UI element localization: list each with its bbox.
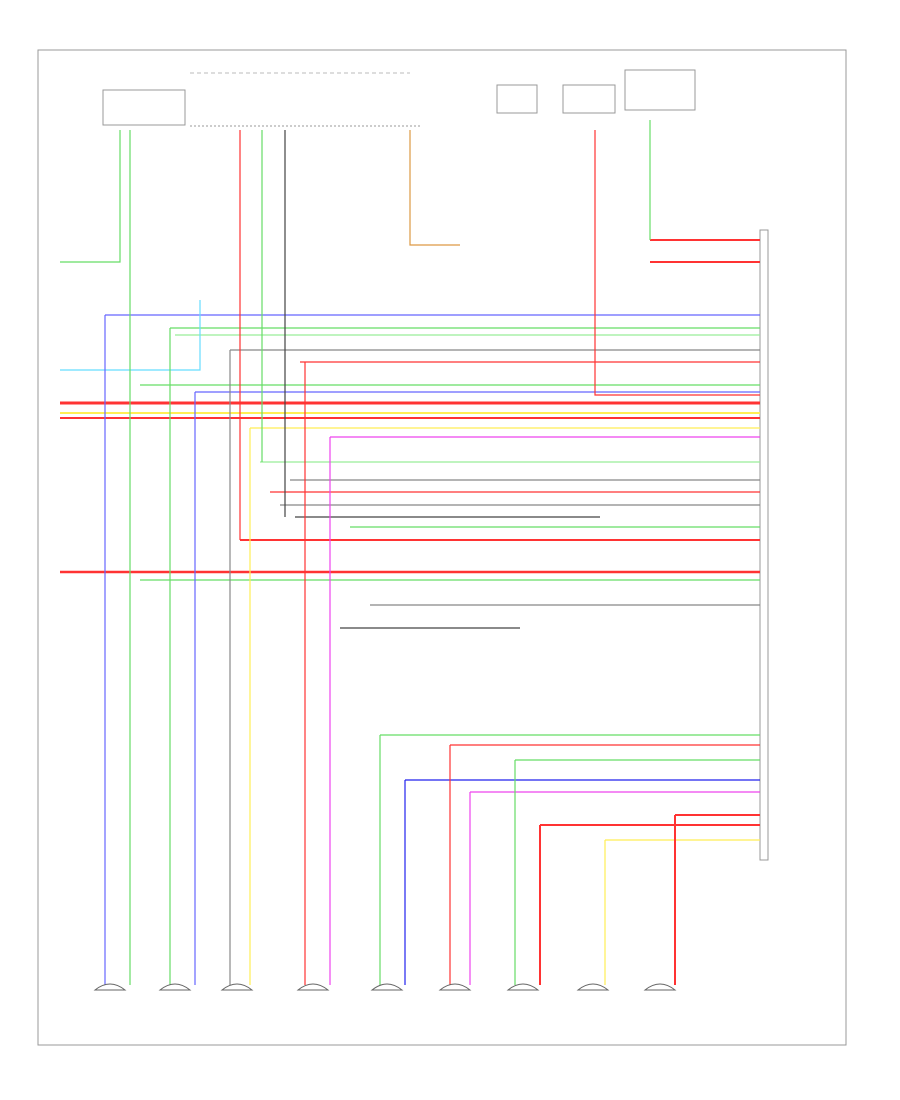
wire-v-red-top-mid xyxy=(594,130,760,396)
speaker-symbol-1 xyxy=(93,983,127,991)
top-right-component-2 xyxy=(562,84,616,114)
wire-green-top xyxy=(60,130,121,263)
top-right-component-3 xyxy=(624,69,696,111)
wire-h-cyan-1 xyxy=(60,300,201,371)
wire-group xyxy=(60,120,760,985)
speaker-symbol-2 xyxy=(158,983,192,991)
speaker-symbol-9 xyxy=(643,983,677,991)
speaker-symbol-8 xyxy=(576,983,610,991)
top-left-component xyxy=(102,89,186,126)
wire-v-orange xyxy=(409,130,460,246)
bottom-components xyxy=(93,983,677,991)
diagram-frame xyxy=(37,49,847,1046)
speaker-symbol-4 xyxy=(296,983,330,991)
top-right-component-1 xyxy=(496,84,538,114)
speaker-symbol-7 xyxy=(506,983,540,991)
speaker-symbol-6 xyxy=(438,983,472,991)
speaker-symbol-5 xyxy=(370,983,404,991)
right-connector-column xyxy=(759,229,769,861)
speaker-symbol-3 xyxy=(220,983,254,991)
